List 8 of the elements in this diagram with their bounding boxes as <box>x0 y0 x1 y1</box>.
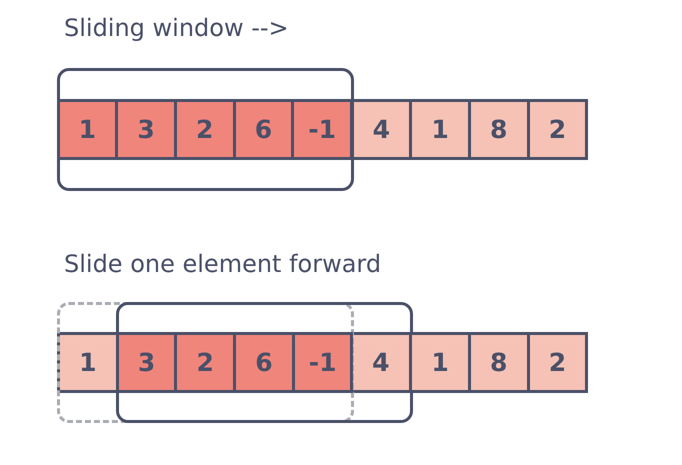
heading-text: Sliding window --> <box>64 14 289 42</box>
array-cell: 1 <box>57 332 119 393</box>
array-cell: 1 <box>409 99 471 160</box>
array-cell: 3 <box>115 98 177 160</box>
window-outline <box>57 68 354 191</box>
array-cell: -1 <box>291 98 353 160</box>
heading-text: Slide one element forward <box>64 250 382 278</box>
array-cell: 1 <box>409 332 471 393</box>
